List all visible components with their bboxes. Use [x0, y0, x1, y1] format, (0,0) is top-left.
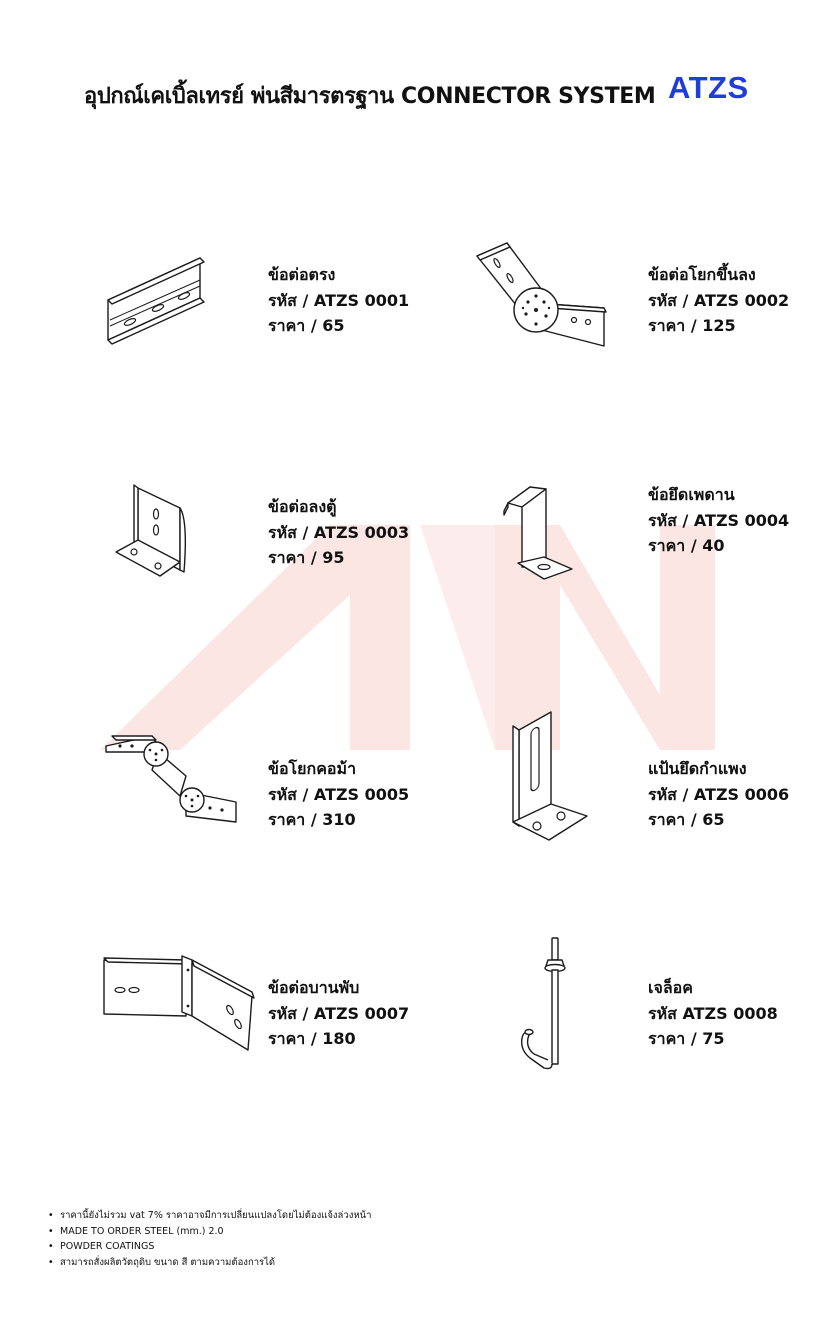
product-name: แป้นยึดกำแพง: [648, 759, 747, 778]
product-code: รหัส / ATZS 0005: [268, 784, 410, 804]
product-code: รหัส / ATZS 0002: [648, 290, 790, 310]
product-price: ราคา / 125: [648, 316, 736, 335]
page-title: อุปกณ์เคเบิ้ลเทรย์ พ่นสีมารตรฐาน CONNECT…: [84, 84, 656, 109]
vertical-hinge-connector-icon: [476, 242, 607, 347]
product-code: รหัส / ATZS 0004: [648, 510, 790, 530]
footnote-item: สามารถสั่งผลิตวัตถุดิบ ขนาด สี ตามความต้…: [48, 1255, 371, 1271]
footnote-item: MADE TO ORDER STEEL (mm.) 2.0: [48, 1224, 371, 1240]
product-price: ราคา / 75: [648, 1029, 725, 1048]
gooseneck-hinge-connector-icon: [105, 735, 237, 823]
brand-logo-text: ATZS: [668, 70, 749, 105]
footnote-item: POWDER COATINGS: [48, 1239, 371, 1255]
product-code: รหัส ATZS 0008: [648, 1003, 778, 1023]
product-price: ราคา / 180: [268, 1029, 356, 1048]
watermark-logo-icon: [100, 525, 715, 750]
wall-mount-bracket-icon: [512, 711, 588, 841]
product-name: ข้อโยกคอม้า: [268, 759, 357, 778]
footnote-item: ราคานี้ยังไม่รวม vat 7% ราคาอาจมีการเปลี…: [48, 1208, 371, 1224]
product-price: ราคา / 95: [268, 548, 345, 567]
product-code: รหัส / ATZS 0003: [268, 522, 410, 542]
product-code: รหัส / ATZS 0001: [268, 290, 410, 310]
product-code: รหัส / ATZS 0006: [648, 784, 790, 804]
product-name: ข้อยึดเพดาน: [648, 485, 735, 504]
product-price: ราคา / 65: [648, 810, 725, 829]
product-name: เจล็อค: [648, 978, 693, 997]
product-name: ข้อต่อโยกขึ้นลง: [648, 265, 756, 284]
footnotes-list: ราคานี้ยังไม่รวม vat 7% ราคาอาจมีการเปลี…: [48, 1208, 371, 1270]
product-price: ราคา / 40: [648, 536, 725, 555]
product-price: ราคา / 310: [268, 810, 356, 829]
product-code: รหัส / ATZS 0007: [268, 1003, 410, 1023]
j-hook-bolt-icon: [520, 937, 566, 1070]
product-name: ข้อต่อตรง: [268, 265, 336, 284]
cabinet-drop-connector-icon: [115, 484, 187, 577]
product-price: ราคา / 65: [268, 316, 345, 335]
ceiling-bracket-icon: [503, 486, 573, 580]
product-name: ข้อต่อบานพับ: [268, 978, 360, 997]
horizontal-hinge-connector-icon: [103, 955, 255, 1051]
product-name: ข้อต่อลงตู้: [268, 497, 337, 516]
straight-connector-icon: [107, 257, 205, 345]
